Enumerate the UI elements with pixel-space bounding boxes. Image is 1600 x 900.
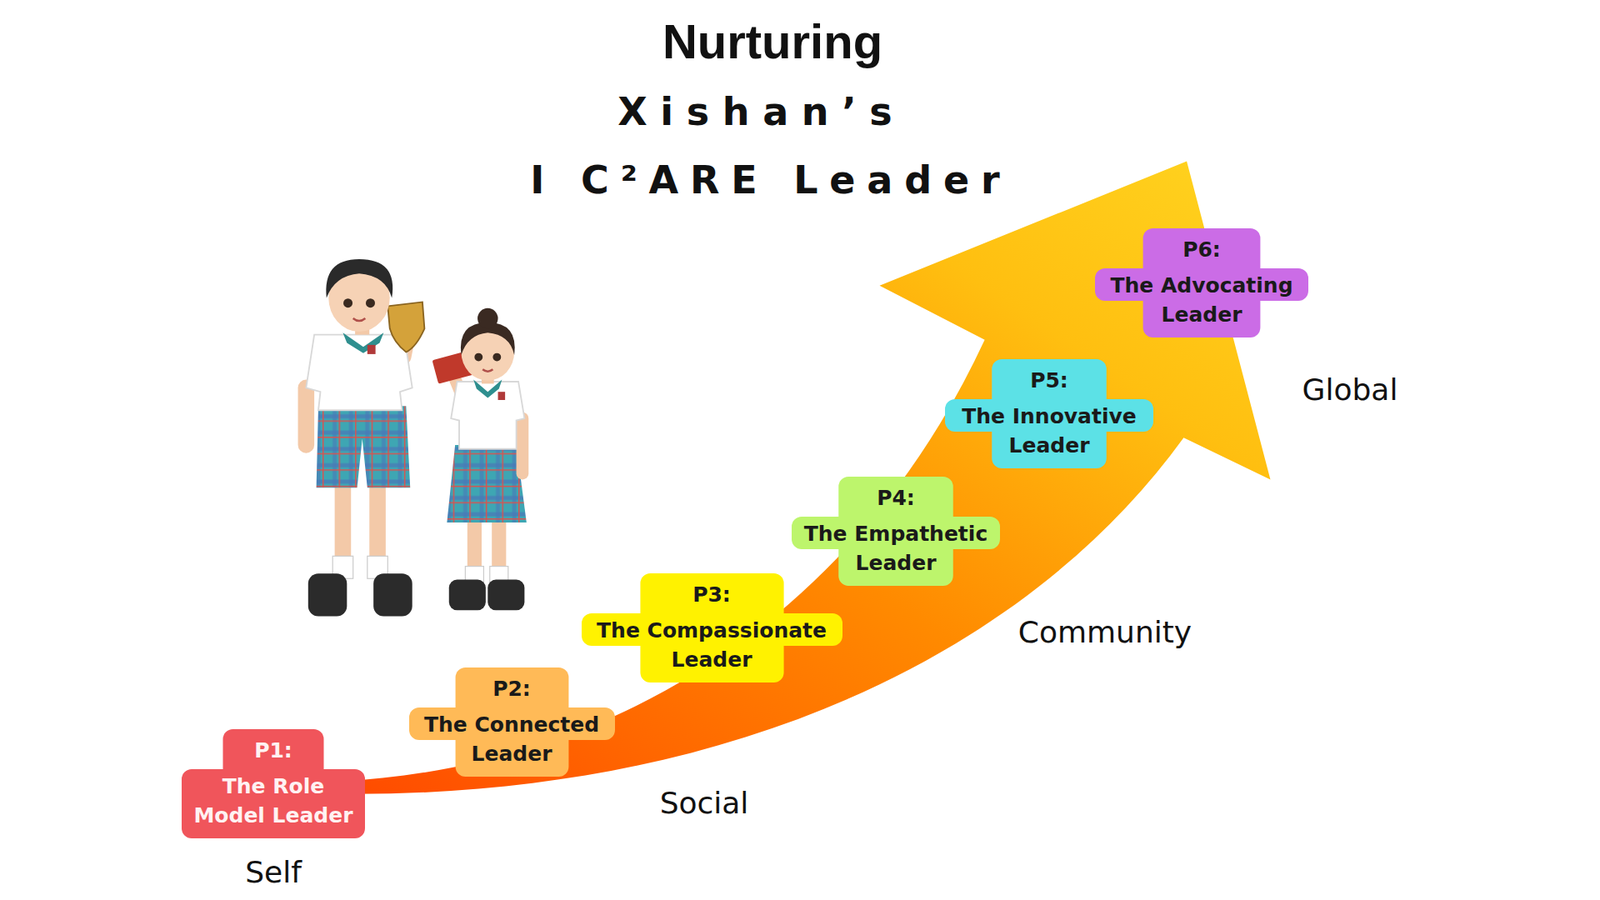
level-cross: P1: The Role Model Leader — [181, 729, 365, 839]
leader-name-wrap: The Role Model Leader — [190, 771, 357, 830]
leader-name-wrap: The Innovative Leader — [953, 401, 1145, 460]
boy-figure-part — [298, 380, 315, 454]
girl-figure — [432, 308, 530, 610]
level-wrap: P2: — [417, 674, 607, 704]
leader-name: The Compassionate Leader — [596, 618, 827, 672]
girl-figure-part — [498, 391, 506, 400]
diagram-title: Nurturing — [662, 12, 883, 71]
level-cross: P2: The Connected Leader — [409, 667, 615, 777]
growth-arrow — [335, 160, 1271, 794]
girl-figure-part — [474, 353, 483, 362]
boy-figure-part — [308, 573, 348, 616]
heading-line: I C²ARE Leader — [519, 157, 1012, 204]
boy-figure-part — [365, 298, 375, 308]
leader-name-wrap: The Compassionate Leader — [590, 615, 835, 675]
leader-name-wrap: The Advocating Leader — [1103, 270, 1300, 330]
leader-name: The Empathetic Leader — [804, 521, 988, 575]
boy-figure-part — [387, 301, 425, 352]
boy-figure-part — [342, 332, 384, 353]
stage-label: Self — [245, 854, 302, 890]
level-wrap: P3: — [590, 580, 835, 610]
girl-figure-part — [516, 412, 530, 480]
level-wrap: P4: — [800, 483, 992, 513]
girl-figure-part — [450, 381, 525, 450]
leader-name-wrap: The Connected Leader — [417, 710, 607, 769]
level-cross: P3: The Compassionate Leader — [581, 573, 843, 683]
level-cross: P4: The Empathetic Leader — [791, 476, 1000, 586]
boy-figure-part — [316, 405, 411, 488]
leader-name: The Advocating Leader — [1110, 273, 1293, 327]
level-number: P2: — [492, 674, 531, 704]
boy-figure-part — [353, 318, 366, 321]
boy-figure — [298, 259, 425, 617]
girl-figure-part — [482, 369, 493, 371]
girl-figure-part — [492, 353, 501, 362]
girl-figure-part — [477, 308, 498, 329]
leader-name-wrap: The Empathetic Leader — [800, 519, 992, 578]
cross-shape-part — [181, 769, 365, 839]
boy-figure-part — [325, 259, 393, 299]
stage-label: Community — [1018, 614, 1192, 650]
girl-figure-part — [487, 580, 525, 611]
leader-name: The Role Model Leader — [193, 774, 353, 828]
leader-name: The Innovative Leader — [961, 404, 1137, 458]
leader-name: The Connected Leader — [424, 712, 600, 766]
stage-label: Social — [660, 785, 750, 821]
level-number: P1: — [254, 735, 293, 765]
level-wrap: P6: — [1103, 235, 1300, 265]
level-number: P6: — [1182, 235, 1221, 265]
level-number: P4: — [876, 483, 915, 513]
girl-figure-part — [449, 580, 486, 611]
level-number: P3: — [692, 580, 731, 610]
level-cross: P5: The Innovative Leader — [945, 359, 1154, 469]
stage-label: Global — [1302, 371, 1399, 408]
level-number: P5: — [1030, 365, 1069, 395]
boy-figure-part — [373, 573, 413, 616]
girl-figure-part — [473, 380, 502, 399]
boy-figure-part — [343, 298, 353, 308]
level-wrap: P1: — [190, 735, 357, 765]
heading-line: Xishan’s — [605, 89, 906, 135]
boy-figure-part — [367, 345, 376, 355]
level-cross: P6: The Advocating Leader — [1095, 228, 1309, 338]
girl-figure-part — [446, 445, 527, 523]
level-wrap: P5: — [953, 365, 1145, 395]
